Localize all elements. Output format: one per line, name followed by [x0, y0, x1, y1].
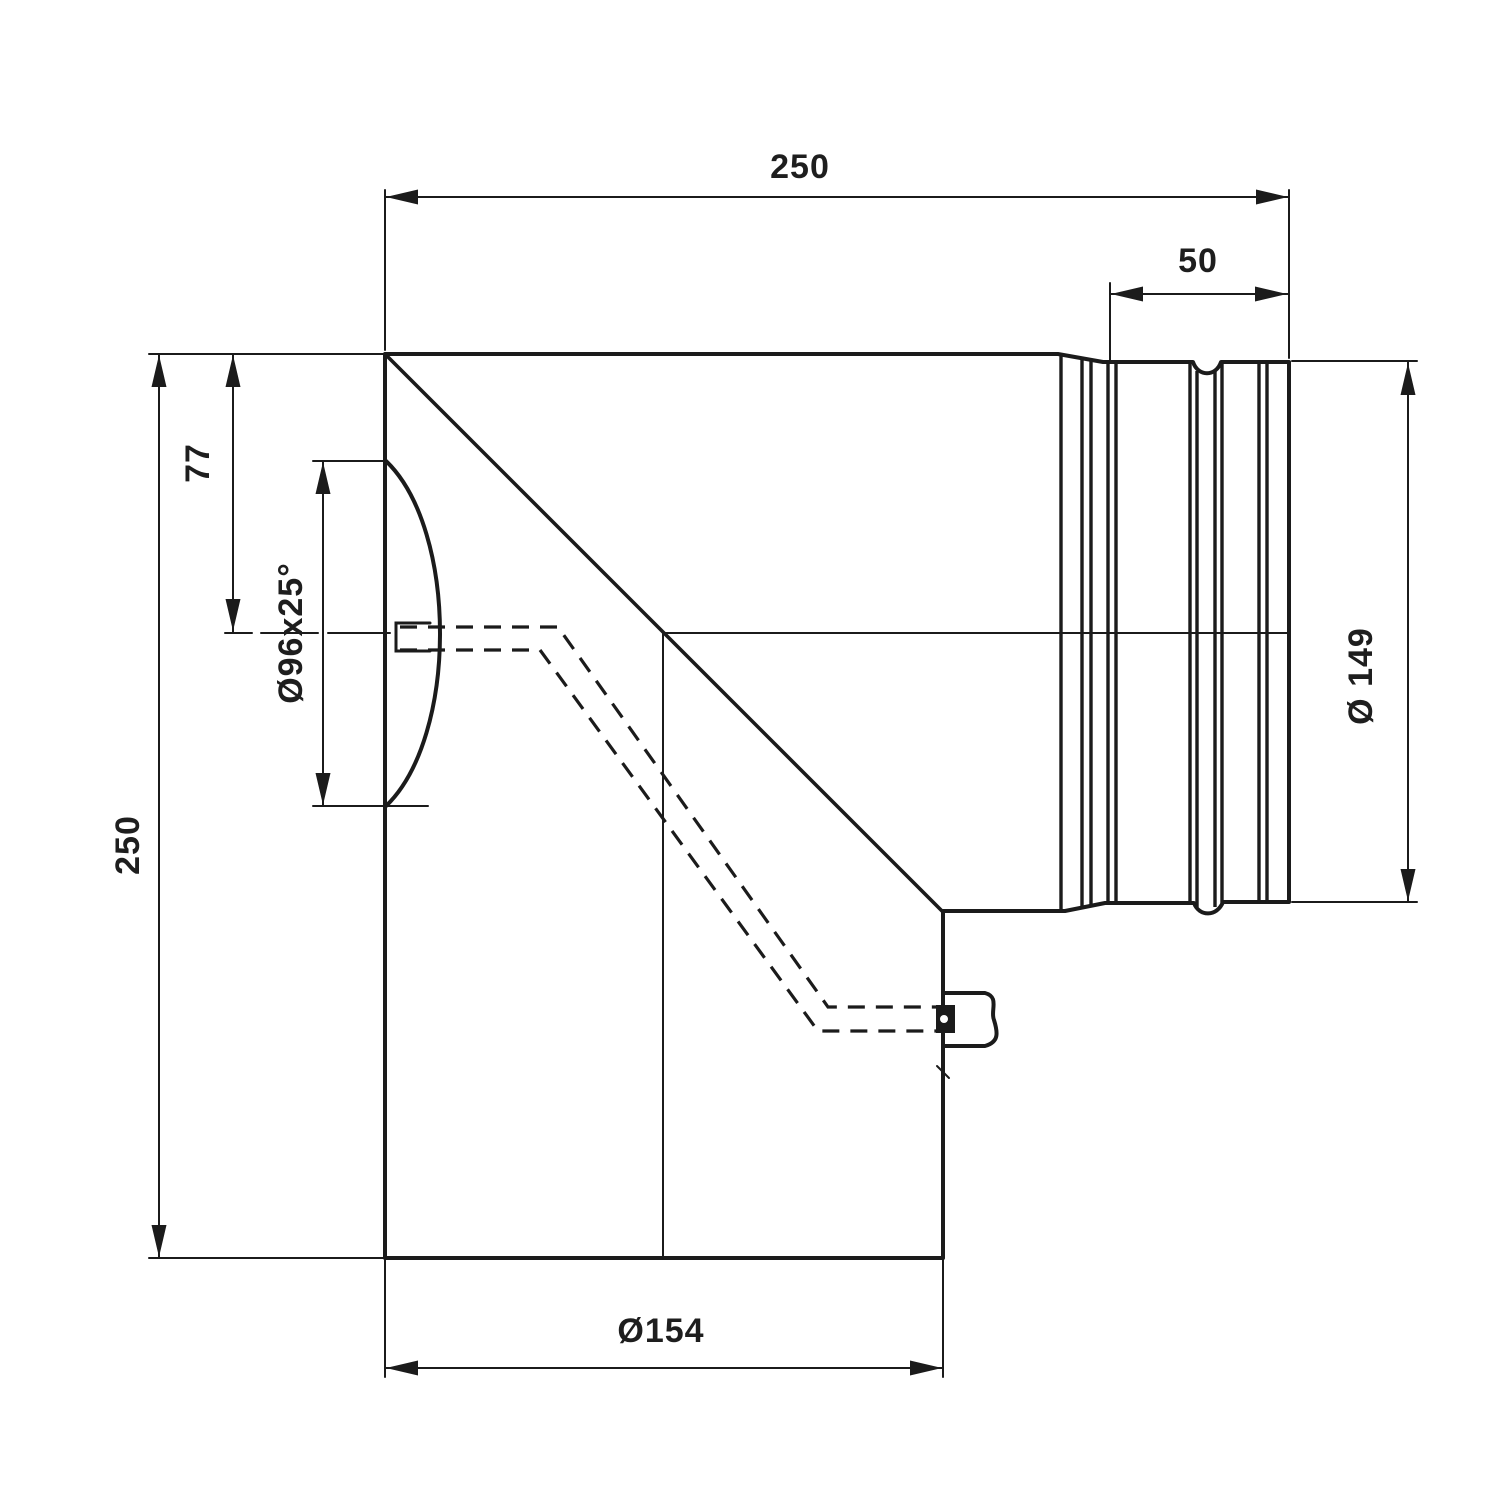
- dim-spigot-od-value: Ø 149: [1342, 627, 1380, 725]
- damper-rod-end-bracket: [394, 621, 432, 653]
- dim-body-od: Ø154: [384, 1259, 944, 1378]
- dim-height: 250: [109, 353, 384, 1259]
- center-lines: [224, 632, 1290, 1259]
- damper-rod: [394, 621, 999, 1079]
- dim-height-value: 250: [109, 815, 147, 875]
- dim-top-length-value: 250: [770, 148, 830, 186]
- dim-socket-depth: 50: [1109, 242, 1289, 361]
- damper-rod-hidden-lower: [400, 648, 938, 1033]
- dim-outlet-offset-value: 77: [179, 443, 217, 483]
- pipe-wall-break-tick: [936, 1065, 950, 1079]
- dim-spigot-od: Ø 149: [1291, 360, 1418, 903]
- damper-rod-hidden-upper: [400, 625, 940, 1009]
- dim-outlet-offset: 77: [179, 353, 241, 633]
- damper-handle-end-cap: [941, 991, 999, 1048]
- dim-side-outlet-value: Ø96x25°: [272, 562, 310, 704]
- dim-side-outlet: Ø96x25°: [272, 460, 429, 807]
- dim-socket-depth-value: 50: [1178, 242, 1218, 280]
- dim-top-length: 250: [384, 148, 1290, 359]
- side-outlet-arc: [384, 459, 442, 808]
- dim-body-od-value: Ø154: [617, 1312, 704, 1350]
- elbow-body: [383, 352, 1291, 1260]
- damper-rod-pivot-dot: [940, 1015, 948, 1023]
